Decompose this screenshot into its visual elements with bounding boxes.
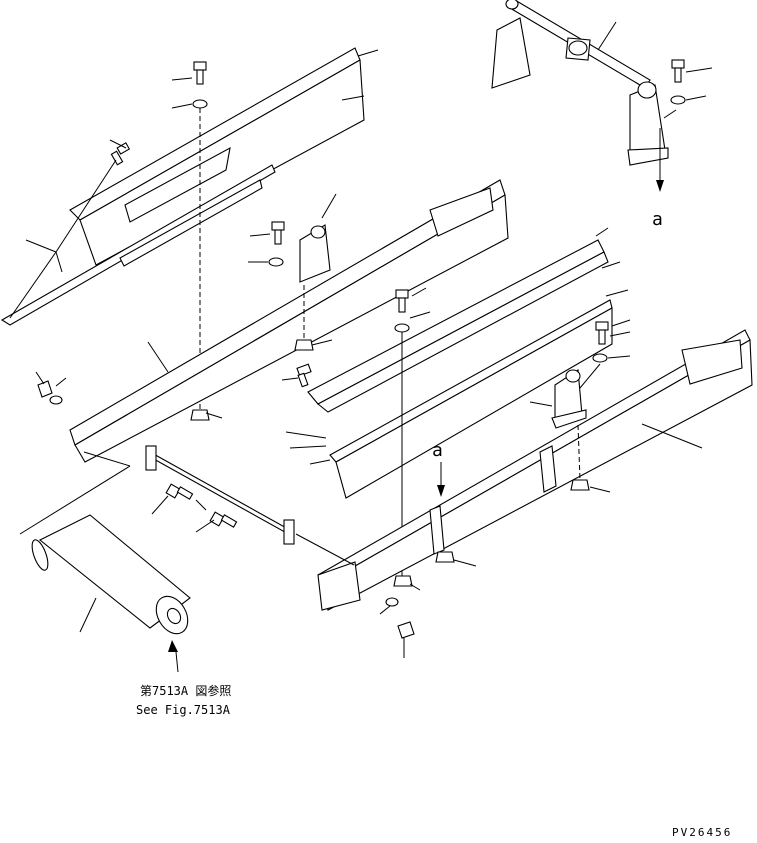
nut <box>570 479 590 491</box>
bolt-right <box>592 321 609 363</box>
mount-bracket-right <box>551 369 587 429</box>
upper-cover-plate <box>69 47 365 266</box>
washer <box>385 597 399 607</box>
reference-jp: 第7513A 図参照 <box>140 683 231 698</box>
bolt-angle <box>296 363 312 388</box>
cross-beam-assembly <box>491 0 669 166</box>
drawing-id: PV26456 <box>672 826 732 839</box>
bolt-center <box>394 289 410 333</box>
lower-cover-plate <box>0 164 276 326</box>
bolt-rod-2 <box>209 511 238 528</box>
angle-rail <box>307 239 613 499</box>
screw-left <box>110 142 131 166</box>
arrow-down-icon <box>656 180 664 192</box>
left-side-rail <box>69 179 509 463</box>
view-label-upper: a <box>652 209 663 230</box>
nut <box>397 621 415 639</box>
bolt-top-left <box>192 61 208 109</box>
nut <box>435 551 455 563</box>
roller <box>31 514 191 635</box>
arrow-down-icon <box>437 485 445 497</box>
nut <box>190 409 210 421</box>
arrow-up-icon <box>168 640 178 652</box>
bolt-rod-1 <box>165 483 194 500</box>
washer-left <box>37 380 63 405</box>
view-label-lower: a <box>432 440 443 461</box>
tie-rod <box>145 445 295 545</box>
bolt-top-right <box>670 59 686 105</box>
bolt-mid <box>268 221 285 267</box>
nut <box>393 575 413 587</box>
mount-bracket-mid <box>299 224 331 283</box>
reference-en: See Fig.7513A <box>136 703 231 717</box>
nut <box>294 339 314 351</box>
main-frame-rail <box>317 329 753 611</box>
